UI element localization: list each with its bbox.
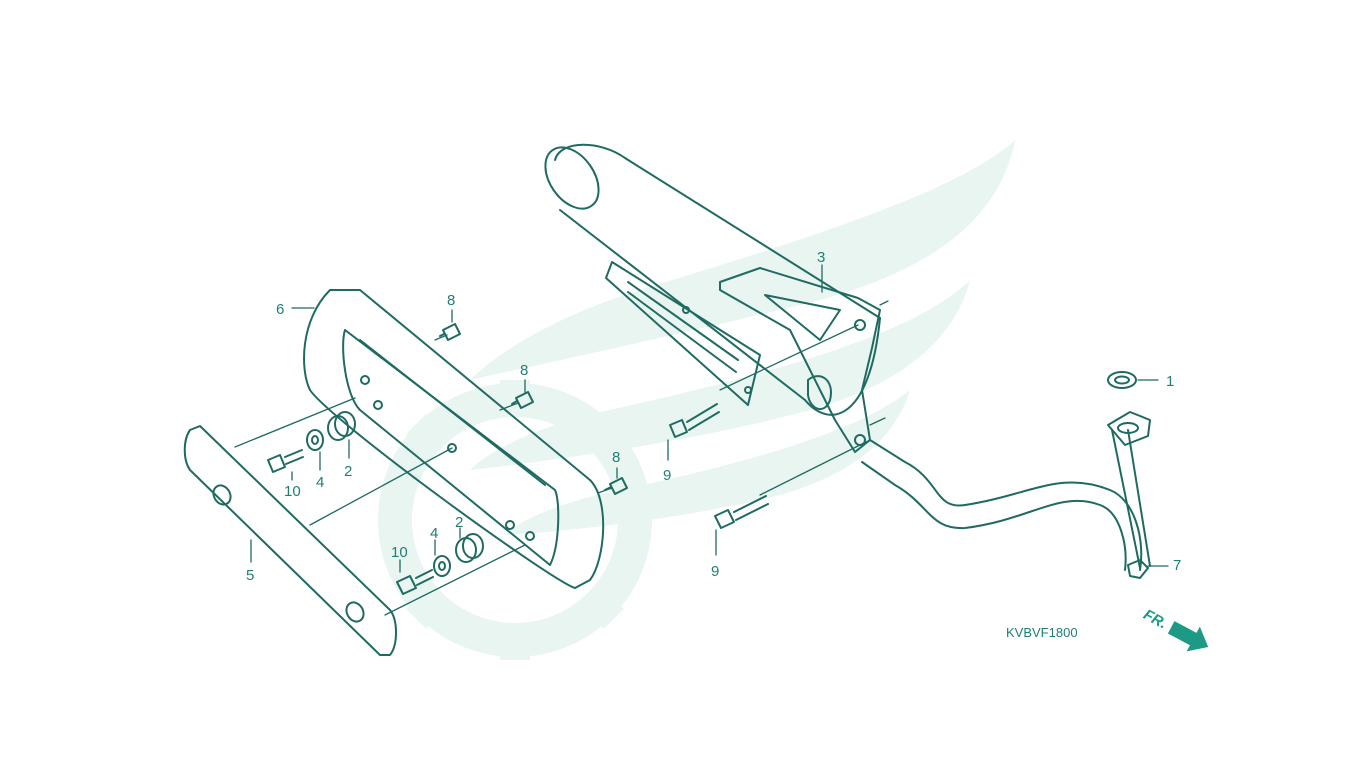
callout-3: 3	[817, 249, 825, 266]
bolt-9-upper	[669, 403, 720, 438]
callout-4-lower: 4	[430, 525, 438, 542]
callout-2-upper: 2	[344, 463, 352, 480]
wing-gear-logo-icon	[378, 140, 1015, 660]
muffler	[544, 143, 881, 416]
bolt-10-lower	[396, 569, 434, 595]
callout-9-upper: 9	[663, 467, 671, 484]
bolt-9-lower	[714, 495, 769, 529]
callout-10-lower: 10	[391, 544, 408, 561]
callout-4-upper: 4	[316, 474, 324, 491]
callout-8-upper: 8	[447, 292, 455, 309]
diagram-code: KVBVF1800	[1006, 625, 1078, 640]
alignment-lines	[234, 300, 889, 616]
rubber-2-lower	[455, 533, 484, 563]
callout-labels: 1 2 2 3 4 4 5 6 7 8 8 8 9 9 10 10	[246, 249, 1181, 584]
callout-leaders	[250, 264, 1169, 573]
collar-4-upper	[306, 429, 324, 451]
muffler-protector	[303, 289, 605, 589]
callout-7: 7	[1173, 557, 1181, 574]
exhaust-pipe	[861, 411, 1151, 571]
callout-1: 1	[1166, 373, 1174, 390]
collar-4-lower	[433, 555, 451, 577]
bolt-8-upper	[439, 323, 461, 341]
callout-10-upper: 10	[284, 483, 301, 500]
exhaust-gasket	[1107, 371, 1137, 389]
callout-6: 6	[276, 301, 284, 318]
callout-5: 5	[246, 567, 254, 584]
rubber-2-upper	[327, 411, 356, 441]
bolt-10-upper	[267, 449, 304, 473]
callout-8-middle: 8	[520, 362, 528, 379]
callout-8-lower: 8	[612, 449, 620, 466]
bolt-8-lower	[604, 477, 628, 495]
bolt-8-middle	[511, 391, 534, 409]
heat-shield-cover	[183, 425, 397, 656]
cap-nut	[1127, 559, 1149, 579]
callout-2-lower: 2	[455, 514, 463, 531]
front-direction-label: FR.	[1140, 606, 1169, 632]
front-arrow-icon: FR.	[1140, 606, 1209, 652]
callout-9-lower: 9	[711, 563, 719, 580]
